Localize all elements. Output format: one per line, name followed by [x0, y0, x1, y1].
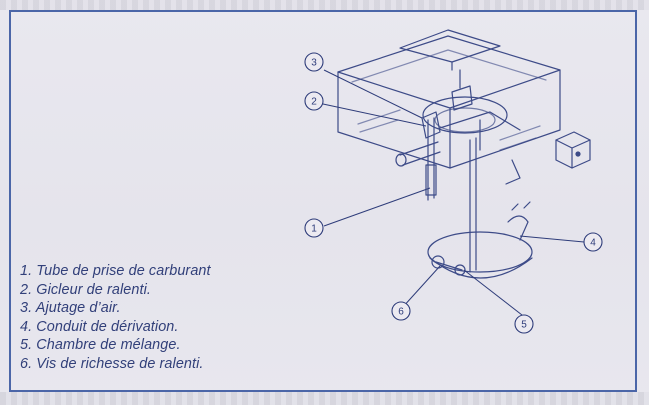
top-flange — [399, 29, 501, 63]
leader-1 — [323, 187, 431, 227]
carburetor-body — [337, 35, 561, 169]
callout-5: 5 — [514, 314, 534, 334]
idle-jet — [421, 111, 441, 139]
leader-4 — [519, 235, 585, 243]
callout-3: 3 — [304, 52, 324, 72]
svg-text:1: 1 — [311, 224, 317, 235]
svg-text:2: 2 — [311, 97, 317, 108]
svg-text:3: 3 — [311, 58, 317, 69]
legend-item-5: 5. Chambre de mélange. — [20, 337, 181, 354]
legend-item-6: 6. Vis de richesse de ralenti. — [20, 355, 204, 372]
legend-item-1: 1. Tube de prise de carburant — [20, 263, 211, 279]
callout-2: 2 — [304, 91, 324, 111]
leader-5 — [463, 269, 523, 316]
callout-6: 6 — [391, 301, 411, 321]
air-jet — [451, 85, 473, 111]
svg-text:5: 5 — [521, 320, 527, 331]
side-cube — [555, 131, 591, 169]
air-bore — [422, 96, 508, 134]
svg-text:6: 6 — [398, 307, 404, 318]
legend-item-3: 3. Ajutage d’air. — [20, 300, 121, 317]
legend-item-4: 4. Conduit de dérivation. — [20, 318, 179, 335]
leader-6 — [401, 265, 441, 309]
figure-frame — [9, 10, 637, 392]
bleed-through-text-top — [0, 0, 649, 10]
parts-legend: 1. Tube de prise de carburant 2. Gicleur… — [20, 262, 211, 374]
leader-3 — [323, 69, 423, 119]
leader-2 — [322, 103, 427, 127]
idle-screw — [435, 261, 463, 271]
legend-item-2: 2. Gicleur de ralenti. — [20, 281, 151, 298]
svg-text:4: 4 — [590, 238, 596, 249]
mixing-chamber — [427, 231, 533, 273]
callout-1: 1 — [304, 218, 324, 238]
callout-4: 4 — [583, 232, 603, 252]
bypass-duct — [507, 215, 529, 241]
fuel-tube — [469, 137, 477, 273]
bleed-through-text-bottom — [0, 392, 649, 405]
